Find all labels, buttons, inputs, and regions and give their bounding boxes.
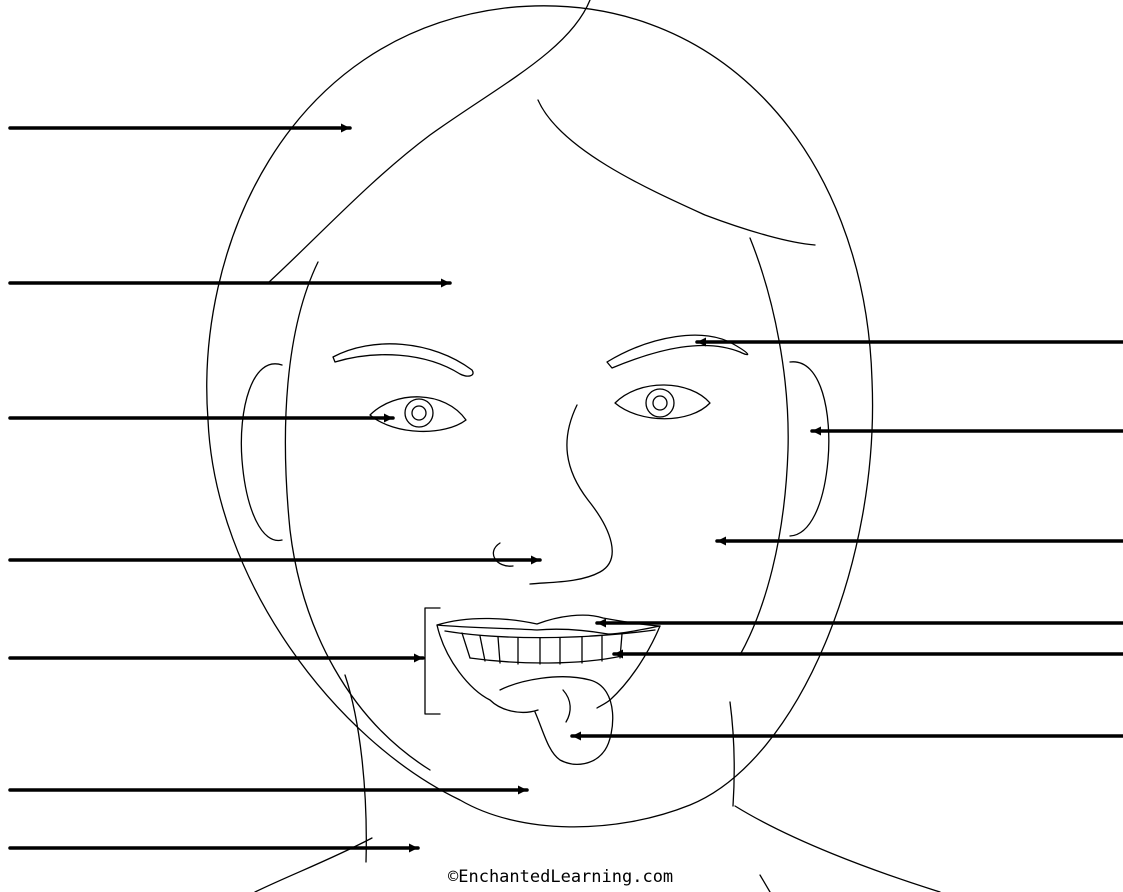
right-ear	[790, 362, 829, 536]
left-eyebrow	[333, 344, 473, 376]
neck-right	[730, 702, 734, 806]
shoulder-left	[255, 838, 372, 892]
tongue	[500, 677, 613, 765]
collar-line	[760, 875, 770, 892]
left-eye	[370, 397, 466, 432]
left-ear	[241, 364, 282, 541]
hair-part-left	[268, 0, 590, 283]
teeth-bottom	[470, 656, 622, 663]
nose-bridge	[530, 405, 612, 584]
pointer-arrows-right	[572, 342, 1123, 736]
left-iris	[405, 399, 433, 427]
right-eye	[615, 385, 710, 419]
face-right-contour	[740, 238, 788, 655]
copyright-text: ©EnchantedLearning.com	[448, 867, 673, 887]
tongue-center-line	[563, 690, 570, 722]
right-iris	[646, 389, 674, 417]
neck-left	[345, 675, 366, 862]
right-pupil	[653, 396, 667, 410]
right-eyebrow	[607, 335, 748, 368]
teeth-top	[445, 630, 655, 638]
hair-part-right	[538, 100, 815, 245]
mouth-bracket	[425, 608, 440, 714]
nostril	[493, 543, 513, 566]
left-pupil	[412, 406, 426, 420]
shoulder-right	[735, 806, 940, 892]
pointer-arrows-left	[10, 128, 540, 848]
mouth-outline-right	[597, 626, 660, 708]
face-left-contour	[285, 262, 430, 770]
